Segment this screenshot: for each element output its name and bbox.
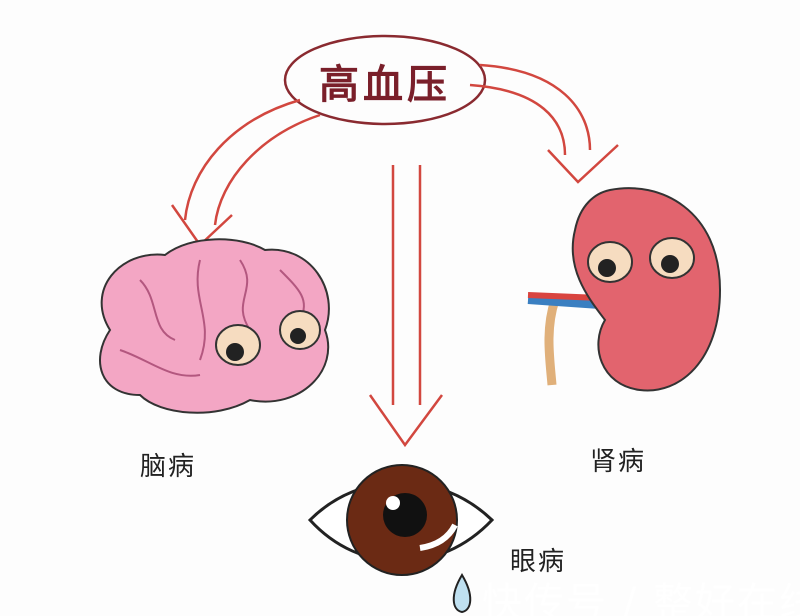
kidney-illustration	[527, 187, 722, 392]
eye-disease-label: 眼病	[510, 547, 567, 577]
arrow-to-eye	[368, 165, 444, 448]
title-text: 高血压	[319, 62, 451, 108]
title-ellipse	[283, 34, 487, 126]
watermark: 快传号 / 整好在线	[482, 580, 800, 616]
kidney-disease-label: 肾病	[590, 447, 647, 477]
brain-illustration	[99, 238, 330, 414]
eye-illustration	[307, 464, 495, 614]
arrows	[170, 63, 619, 448]
brain-disease-label: 脑病	[140, 452, 197, 482]
arrow-to-brain	[170, 98, 321, 247]
arrow-to-kidney	[469, 63, 619, 184]
